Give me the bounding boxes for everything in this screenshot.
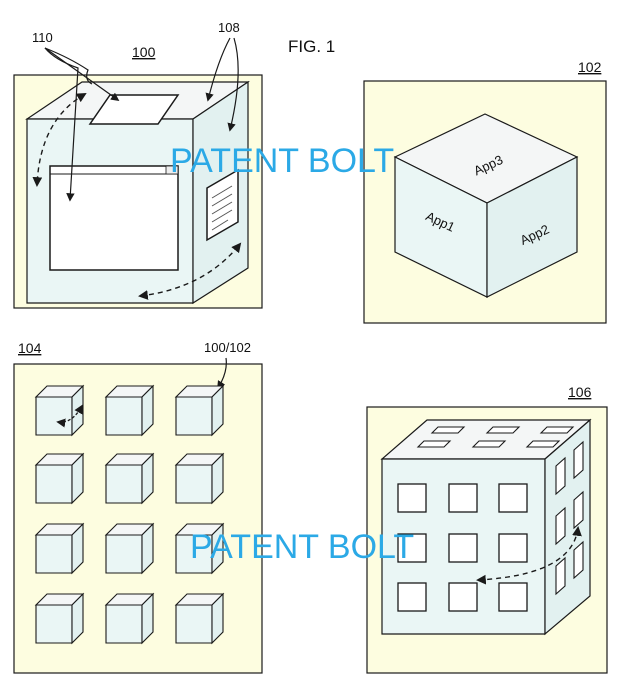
- callout-110: 110: [32, 30, 53, 45]
- small-cube-front: [35, 534, 73, 574]
- top-window: [471, 440, 507, 448]
- watermark-bottom: PATENT BOLT: [190, 528, 414, 566]
- ref-102: 102: [578, 59, 602, 75]
- small-cube-front: [175, 396, 213, 436]
- small-cube-front: [35, 396, 73, 436]
- top-window: [525, 440, 561, 448]
- small-cube-front: [35, 604, 73, 644]
- panel-100: 110 108 100: [13, 20, 263, 309]
- small-cube: [104, 452, 155, 505]
- small-cube: [174, 522, 225, 575]
- small-cube-side: [211, 522, 224, 575]
- ref-104: 104: [18, 340, 42, 356]
- small-cube-front: [35, 464, 73, 504]
- small-cube-front: [175, 604, 213, 644]
- small-cube: [104, 522, 155, 575]
- small-cube: [34, 592, 85, 645]
- small-cube-side: [71, 592, 84, 645]
- small-cube: [174, 452, 225, 505]
- small-cube-front: [105, 604, 143, 644]
- callout-108: 108: [218, 20, 240, 35]
- callout-100-102: 100/102: [204, 340, 251, 355]
- side-window: [555, 456, 566, 496]
- cube-100-front-window: [49, 165, 179, 271]
- small-cube-side: [211, 384, 224, 437]
- panel-104: 104 100/102: [13, 340, 263, 674]
- rotate-arrow-106: [476, 526, 582, 585]
- top-window: [416, 440, 452, 448]
- rotate-arrow-bottom: [138, 242, 242, 300]
- small-cube-side: [211, 452, 224, 505]
- front-window: [498, 533, 528, 563]
- small-cube: [174, 384, 225, 437]
- top-window: [539, 426, 575, 434]
- front-window: [498, 582, 528, 612]
- front-window: [397, 483, 427, 513]
- small-cube-side: [71, 452, 84, 505]
- small-cube: [174, 592, 225, 645]
- small-cube-side: [141, 592, 154, 645]
- front-window: [397, 533, 427, 563]
- small-cube-front: [175, 464, 213, 504]
- small-cube-side: [141, 384, 154, 437]
- cube-grid: [34, 384, 225, 645]
- small-cube-front: [105, 534, 143, 574]
- small-cube-side: [141, 452, 154, 505]
- first-cube-rotate-arrow: [56, 404, 83, 428]
- ref-106: 106: [568, 384, 592, 400]
- front-window: [448, 483, 478, 513]
- small-cube-side: [141, 522, 154, 575]
- panel-106: 106: [366, 384, 608, 674]
- top-window: [430, 426, 466, 434]
- cube-102-right: [486, 156, 578, 298]
- watermark-top: PATENT BOLT: [170, 142, 394, 180]
- front-window: [448, 582, 478, 612]
- small-cube-front: [105, 396, 143, 436]
- small-cube: [104, 592, 155, 645]
- small-cube: [104, 384, 155, 437]
- small-cube-side: [71, 522, 84, 575]
- ref-100: 100: [132, 44, 156, 60]
- small-cube: [34, 384, 85, 437]
- small-cube: [34, 452, 85, 505]
- front-window: [448, 533, 478, 563]
- side-window: [573, 490, 584, 530]
- figure-title: FIG. 1: [288, 37, 335, 56]
- panel-102: 102 App3 App1 App2: [363, 59, 607, 324]
- small-cube-front: [105, 464, 143, 504]
- small-cube-side: [211, 592, 224, 645]
- front-window: [397, 582, 427, 612]
- small-cube: [34, 522, 85, 575]
- top-window: [485, 426, 521, 434]
- side-window: [573, 440, 584, 480]
- cube-100-top-window: [88, 94, 180, 125]
- front-window: [498, 483, 528, 513]
